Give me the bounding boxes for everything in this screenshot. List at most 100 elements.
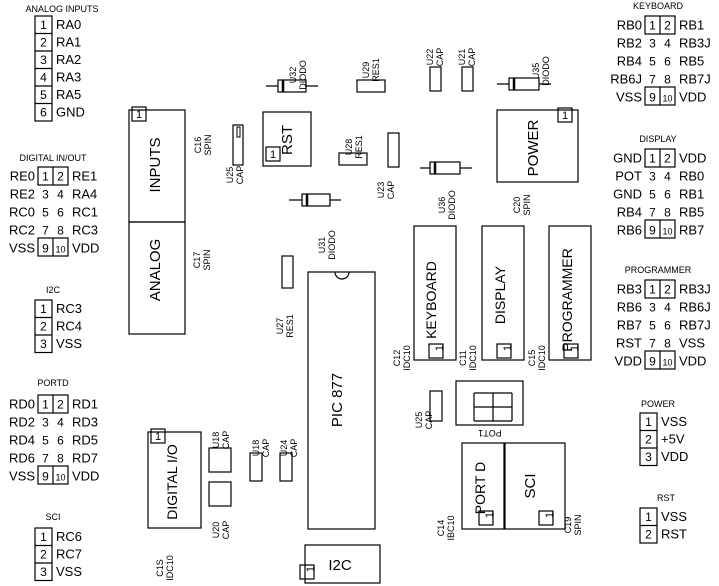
component-body [281,255,294,289]
box-label: ANALOG [147,239,164,302]
component-ref: C12 [392,350,402,367]
pin1-marker [563,343,579,359]
pin1-number: 1 [544,512,556,518]
pin-label: RC3 [56,301,82,316]
component-type: DIODO [541,56,551,86]
pin-label-left: POT [615,169,642,184]
box-outline [304,544,381,584]
box-label: DIGITAL I/O [164,444,180,520]
pin-number: 1 [42,398,49,412]
box-label: PROGRAMMER [559,248,575,351]
pin-label-right: VDD [679,90,706,105]
component-ref: U22 [425,49,435,66]
pin-number: 9 [649,224,656,238]
pin-number: 9 [649,91,656,105]
pin-label: RC7 [56,547,82,562]
diode-body [301,193,331,207]
box-label: INPUTS [147,137,164,192]
component-ref: U23 [376,182,386,199]
pin-number: 9 [649,355,656,369]
section-header: DISPLAY [639,134,676,144]
pin-label: RA3 [56,70,81,85]
pin-label-left: GND [613,187,642,202]
pin-label: VDD [661,449,688,464]
box-label: POT1 [478,428,502,438]
component-ref: C20 [512,197,522,214]
pin-number: 10 [55,473,65,483]
component-type: CAP [424,411,434,430]
component-body [429,66,442,92]
pin-label-right: RB5 [679,205,704,220]
pin-number: 6 [40,106,47,120]
pin-label: RA2 [56,52,81,67]
pin-number: 4 [664,170,671,184]
pin-label-left: RD2 [9,415,35,430]
component-type: SPIN [522,194,532,215]
pin-label-left: VSS [616,90,642,105]
pin1-number: 1 [562,110,568,122]
pin-number: 10 [55,245,65,255]
pin-label-right: VDD [72,241,99,256]
pin1-number: 1 [569,345,581,351]
pin-number: 2 [57,170,64,184]
component-type: IDC10 [468,345,478,371]
box-label: SCI [522,473,539,498]
component-body [387,132,400,168]
component-type: CAP [386,181,396,200]
pin-number: 1 [649,152,656,166]
pin-label-right: RB7J [679,72,711,87]
pin1-number: 1 [305,566,317,572]
pin1-marker [428,343,444,359]
pin1-marker [265,146,281,162]
pin1-number: 1 [136,109,142,121]
pin-number: 6 [664,188,671,202]
pin-number: 3 [649,301,656,315]
component-ref: U31 [317,237,327,254]
digital-io-header: DIGITAL I/O1 [147,428,202,529]
pin-label-left: RB3 [617,282,642,297]
box-outline [307,271,376,530]
pin-label-left: RD0 [9,397,35,412]
pin-label-left: VDD [615,354,642,369]
pin-label-left: RC0 [9,205,35,220]
pin-number: 1 [649,283,656,297]
analog-header: ANALOG [128,221,186,335]
pin1-marker [478,510,494,526]
box-label: I2C [328,557,352,574]
pin-label-left: RC2 [9,223,35,238]
component-ref: U28 [344,139,354,156]
component-body [208,447,232,473]
pin-label-right: VSS [679,336,705,351]
component-type: CAP [221,521,231,540]
pin-number: 8 [664,73,671,87]
pin-number: 4 [40,71,47,85]
box-outline [128,221,186,335]
pin-label-left: RE2 [10,187,35,202]
component-body [429,390,443,422]
pin-number: 10 [662,94,672,104]
component-ref: U27 [275,318,285,335]
component-type: CAP [435,48,445,67]
pin-label: RC6 [56,529,82,544]
component-ref: C19 [563,517,573,534]
component-type: RES1 [371,58,381,82]
pin-label-right: RD1 [72,397,98,412]
pin-label-right: VDD [72,469,99,484]
pin-number: 2 [40,548,47,562]
